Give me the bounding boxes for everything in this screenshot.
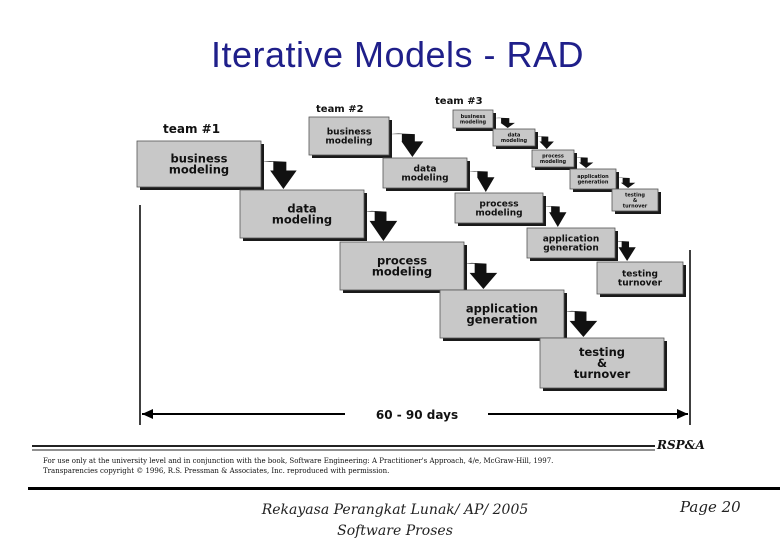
team-3-arrow-4 — [616, 177, 636, 188]
team-3-phase-4-label: application — [577, 174, 609, 180]
team-2-phase-3 — [454, 192, 544, 224]
team-1-phase-3-label: modeling — [372, 264, 432, 278]
team-3-phase-5-label: testing — [625, 192, 645, 198]
team-3-phase-2-label: modeling — [501, 138, 528, 144]
team-1-phase-4-label: generation — [467, 312, 538, 326]
team-1-phase-1 — [136, 140, 262, 188]
team-1-label: team #1 — [163, 122, 220, 136]
team-3-phase-1-label: business — [461, 114, 486, 120]
footer-band — [32, 445, 655, 451]
team-2-phase-1-label: modeling — [325, 137, 372, 147]
team-2-phase-1-label: business — [327, 128, 372, 138]
team-2-arrow-3 — [543, 206, 567, 227]
team-2-phase-5 — [596, 261, 684, 295]
team-2-phase-4-label: application — [543, 235, 600, 245]
team-3-phase-3 — [531, 149, 575, 168]
team-1-phase-2-label: data — [287, 201, 316, 215]
team-2-label: team #2 — [316, 104, 364, 115]
team-3-phase-4 — [569, 168, 617, 190]
credit-text: For use only at the university level and… — [43, 456, 663, 476]
team-3-arrow-2 — [535, 136, 554, 149]
team-1-phase-1-label: business — [171, 151, 228, 165]
team-3-phase-5 — [611, 188, 659, 212]
footer-course: Rekayasa Perangkat Lunak/ AP/ 2005 Softw… — [235, 500, 555, 542]
page-number: Page 20 — [680, 498, 741, 516]
team-1-phase-3-label: process — [377, 253, 427, 267]
team-1-arrow-2 — [364, 210, 398, 241]
team-3-phase-1 — [452, 109, 494, 129]
credit-line-1: For use only at the university level and… — [43, 457, 554, 465]
team-1-group: team #1businessmodelingdatamodelingproce… — [136, 122, 667, 391]
team-2-phase-2 — [382, 157, 468, 189]
team-3-phase-2 — [492, 128, 536, 147]
team-2-phase-2-label: data — [414, 165, 437, 175]
team-1-arrow-1 — [261, 160, 297, 189]
team-3-phase-5-label: & — [633, 198, 638, 204]
team-2-phase-4-label: generation — [543, 244, 599, 254]
team-2-phase-4 — [526, 227, 616, 259]
footer-rule — [28, 487, 780, 490]
team-2-group: team #2businessmodelingdatamodelingproce… — [308, 104, 686, 297]
team-3-phase-1-label: modeling — [460, 120, 487, 126]
team-3-phase-3-label: modeling — [540, 159, 567, 165]
team-3-label: team #3 — [435, 96, 483, 107]
team-2-phase-2-label: modeling — [401, 174, 448, 184]
team-2-arrow-1 — [389, 133, 424, 157]
team-1-arrow-3 — [464, 262, 498, 289]
team-1-phase-5-label: turnover — [574, 367, 631, 381]
team-1-phase-1-label: modeling — [169, 162, 229, 176]
team-1-phase-2 — [239, 189, 365, 239]
team-2-arrow-4 — [615, 241, 636, 261]
team-3-phase-5-label: turnover — [623, 203, 648, 209]
team-1-phase-3 — [339, 241, 465, 291]
footer-course-line-2: Software Proses — [337, 523, 453, 539]
team-3-phase-4-label: generation — [578, 180, 609, 186]
rspa-logo: RSP&A — [657, 438, 705, 452]
team-1-phase-5-label: & — [597, 356, 607, 370]
team-2-phase-5-label: testing — [622, 270, 658, 280]
team-3-arrow-3 — [574, 157, 594, 168]
timeline-label: 60 - 90 days — [376, 408, 458, 422]
team-3-arrow-1 — [493, 117, 515, 128]
team-2-phase-3-label: modeling — [475, 209, 522, 219]
team-1-phase-5 — [539, 337, 665, 389]
team-1-phase-4 — [439, 289, 565, 339]
timeline: 60 - 90 days — [139, 205, 691, 425]
team-1-phase-5-label: testing — [579, 345, 625, 359]
team-1-phase-2-label: modeling — [272, 212, 332, 226]
team-1-arrow-4 — [564, 310, 598, 337]
team-2-arrow-2 — [467, 171, 495, 192]
slide-title: Iterative Models - RAD — [210, 34, 585, 75]
team-2-phase-3-label: process — [479, 200, 518, 210]
team-3-phase-2-label: data — [508, 133, 521, 139]
team-3-group: team #3businessmodelingdatamodelingproce… — [435, 96, 661, 214]
teams-layer: team #1businessmodelingdatamodelingproce… — [136, 96, 686, 391]
team-1-phase-4-label: application — [466, 301, 538, 315]
credit-line-2: Transparencies copyright © 1996, R.S. Pr… — [43, 467, 390, 475]
team-2-phase-5-label: turnover — [618, 279, 663, 289]
team-3-phase-3-label: process — [542, 154, 564, 160]
team-2-phase-1 — [308, 116, 390, 156]
footer-course-line-1: Rekayasa Perangkat Lunak/ AP/ 2005 — [261, 502, 529, 518]
